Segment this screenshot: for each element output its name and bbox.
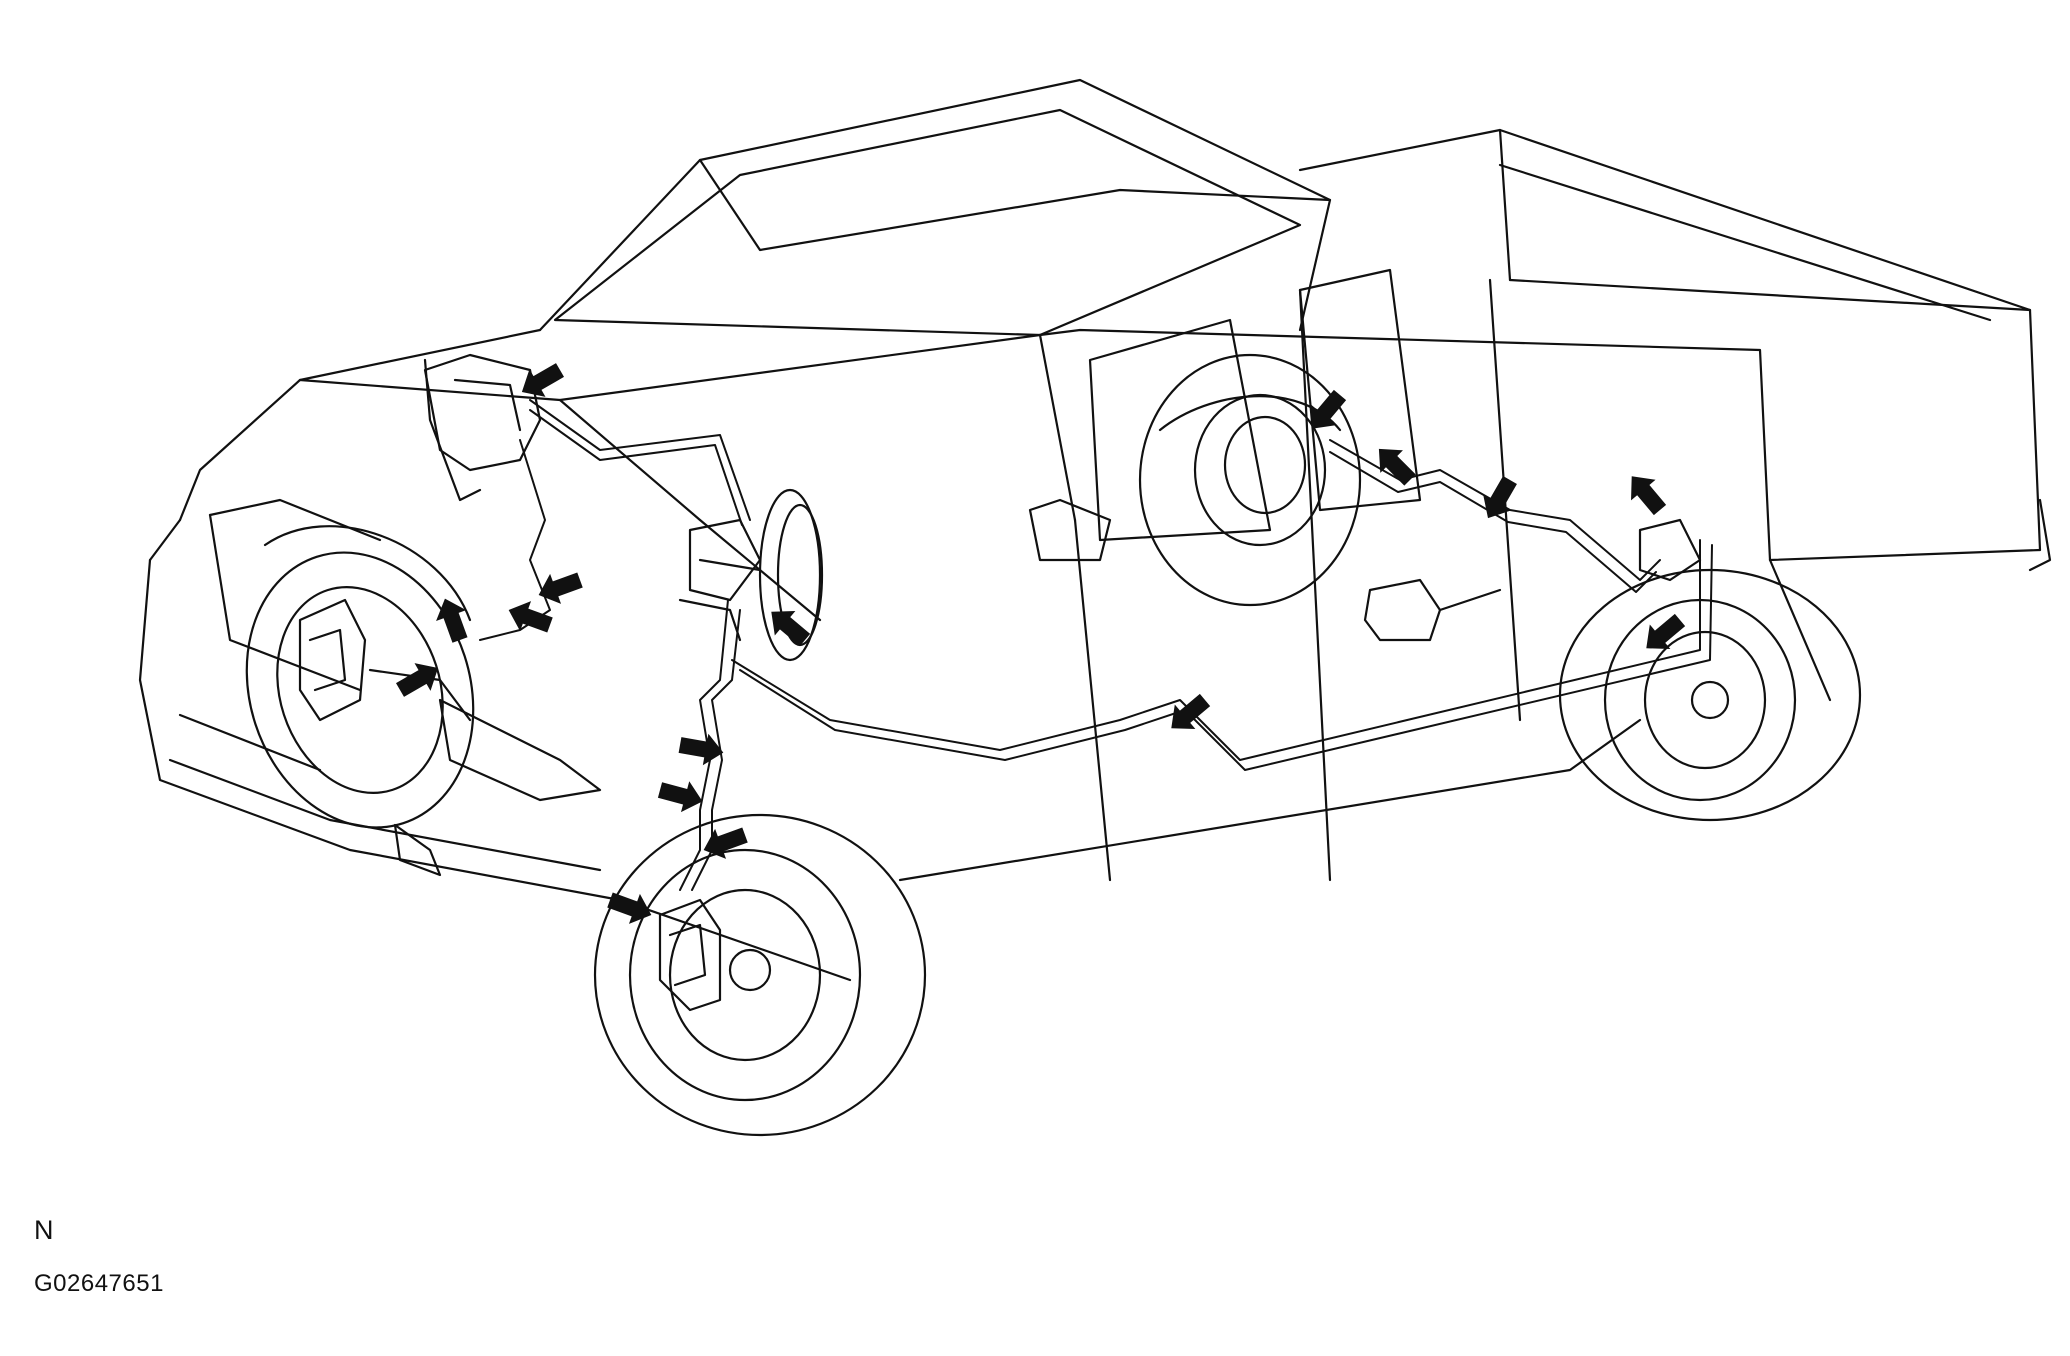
rear-brake-valve bbox=[1638, 518, 1702, 582]
arrow-indicator-icon bbox=[1631, 476, 1667, 516]
arrow-indicator-icon bbox=[508, 601, 553, 633]
arrow-indicator-icon bbox=[1311, 389, 1347, 429]
arrow-indicator-icon bbox=[538, 572, 583, 604]
arrow-indicator-icon bbox=[1378, 448, 1416, 486]
figure-id-label: G02647651 bbox=[34, 1270, 164, 1297]
view-code-label: N bbox=[34, 1215, 54, 1245]
arrow-indicator-icon bbox=[771, 611, 811, 647]
arrow-indicator-icon bbox=[657, 781, 703, 813]
arrow-indicator-icon bbox=[1646, 613, 1686, 649]
front-right-wheel bbox=[593, 813, 927, 1137]
arrow-indicator-icon bbox=[703, 827, 748, 859]
master-cylinder bbox=[678, 518, 762, 642]
abs-actuator bbox=[423, 353, 542, 502]
front-right-caliper bbox=[658, 898, 722, 1012]
rear-left-wheel bbox=[1138, 353, 1362, 607]
arrow-indicator-icon bbox=[607, 892, 652, 924]
arrow-indicator-icon bbox=[521, 363, 564, 397]
front-left-wheel bbox=[245, 551, 475, 829]
arrow-indicator-icon bbox=[1171, 693, 1211, 729]
front-left-caliper bbox=[298, 598, 472, 722]
truck-body-outline bbox=[138, 78, 2052, 982]
rear-axle-differential bbox=[1363, 578, 1502, 642]
arrow-indicator-icon bbox=[436, 598, 468, 643]
arrow-indicator-icon bbox=[678, 733, 724, 766]
arrow-indicator-icon bbox=[396, 663, 439, 697]
indicator-arrows bbox=[396, 363, 1686, 924]
arrow-indicator-icon bbox=[1483, 476, 1517, 519]
